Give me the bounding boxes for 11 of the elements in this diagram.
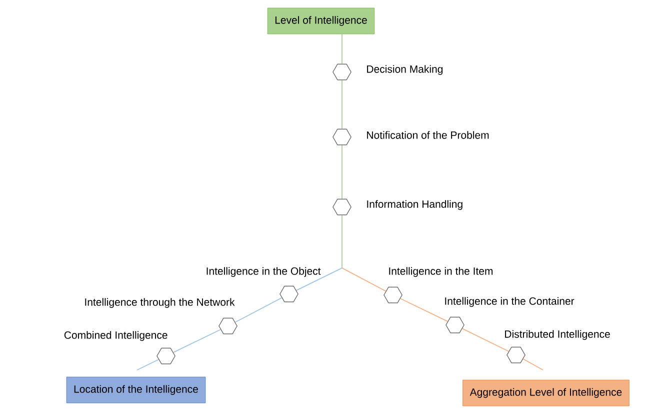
connector-line	[296, 268, 342, 291]
axis-label-box: Level of Intelligence	[267, 8, 375, 34]
axis-label-box: Aggregation Level of Intelligence	[462, 380, 630, 406]
connector-line	[462, 328, 510, 352]
axis-label-box: Location of the Intelligence	[66, 376, 206, 404]
connector-line	[172, 329, 222, 353]
connector-line	[136, 359, 160, 370]
connector-line	[400, 298, 448, 322]
connector-line	[234, 297, 282, 323]
connector-line	[522, 358, 544, 370]
connector-line	[342, 268, 386, 292]
